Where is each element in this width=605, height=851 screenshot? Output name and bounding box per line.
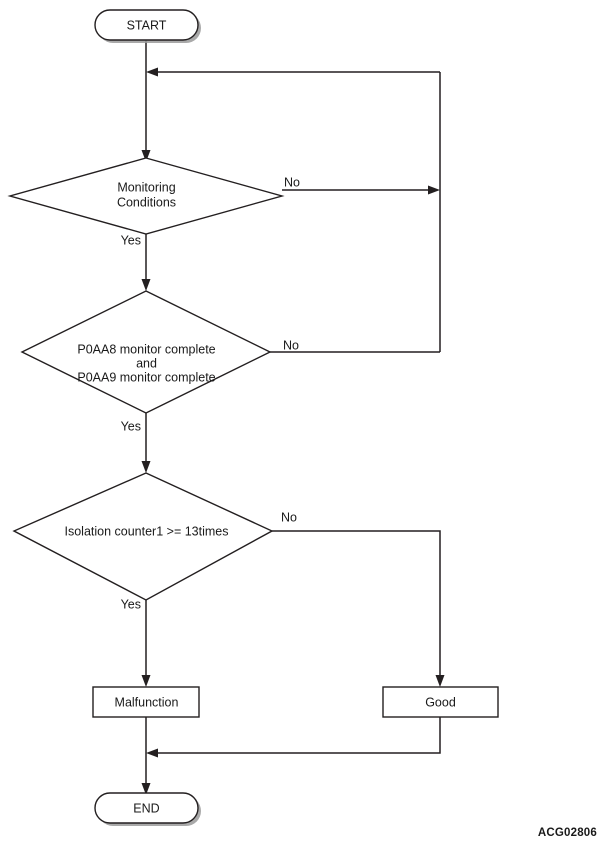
edge-good-to-end (154, 717, 441, 754)
arrowhead-good-merge (146, 748, 158, 758)
malfunction-label: Malfunction (115, 695, 179, 709)
monitor-complete-line3: P0AA9 monitor complete (77, 370, 215, 384)
monitor-complete-line2: and (136, 356, 157, 370)
node-start[interactable]: START (94, 9, 201, 43)
node-end[interactable]: END (94, 792, 201, 826)
arrowhead-into-monitor-complete (141, 279, 151, 291)
branch-label-yes-3: Yes (121, 597, 141, 611)
branch-label-no-2: No (283, 338, 299, 352)
arrowhead-into-monitoring (141, 150, 151, 162)
arrowhead-monitoring-no (428, 185, 440, 195)
end-label: END (133, 801, 159, 815)
malfunction-shape (92, 686, 200, 718)
arrowhead-into-malfunction (141, 675, 151, 687)
edge-isolation-counter-no (272, 530, 441, 680)
arrowhead-into-good (435, 675, 445, 687)
monitor-complete-line1: P0AA8 monitor complete (77, 342, 215, 356)
branch-label-no-1: No (284, 175, 300, 189)
good-label: Good (425, 695, 456, 709)
isolation-counter-line1: Isolation counter1 >= 13times (65, 524, 229, 538)
start-label: START (127, 18, 167, 32)
isolation-counter-shape (12, 472, 274, 601)
good-shape (382, 686, 499, 718)
branch-label-no-3: No (281, 510, 297, 524)
node-isolation-counter[interactable]: Isolation counter1 >= 13times (12, 472, 274, 601)
monitor-complete-shape (20, 290, 272, 414)
monitoring-conditions-line1: Monitoring (117, 180, 175, 194)
node-good[interactable]: Good (382, 686, 499, 718)
start-shape (94, 9, 199, 41)
arrowhead-into-isolation-counter (141, 461, 151, 473)
arrowhead-loop-return (146, 67, 158, 77)
node-malfunction[interactable]: Malfunction (92, 686, 200, 718)
end-shape (94, 792, 199, 824)
monitoring-conditions-line2: Conditions (117, 195, 176, 209)
branch-label-yes-1: Yes (121, 233, 141, 247)
branch-label-yes-2: Yes (121, 419, 141, 433)
node-monitor-complete[interactable]: P0AA8 monitor complete and P0AA9 monitor… (20, 290, 272, 414)
arrowhead-into-end (141, 783, 151, 795)
monitoring-conditions-shape (7, 157, 285, 235)
node-monitoring-conditions[interactable]: Monitoring Conditions (7, 157, 285, 235)
figure-code: ACG02806 (537, 827, 597, 839)
